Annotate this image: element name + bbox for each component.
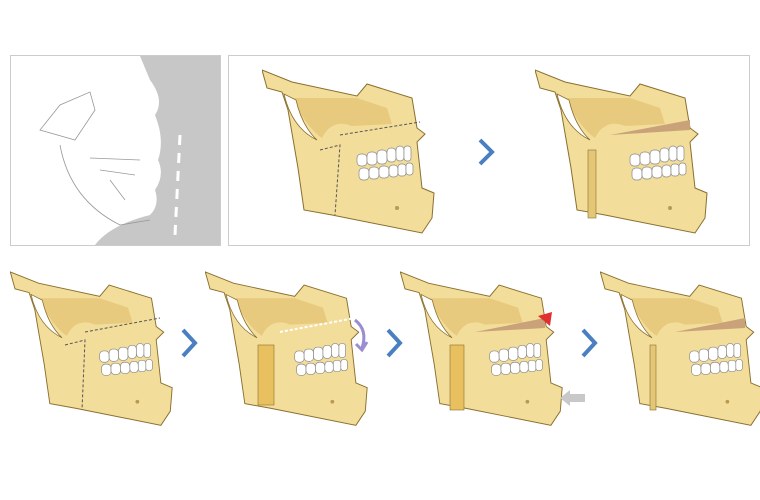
arrow-right-icon (478, 138, 495, 166)
step-2-jaw (205, 271, 368, 426)
advance-arrow-icon (538, 312, 552, 326)
setback-arrow-icon (560, 390, 585, 406)
arrow-right-icon (386, 328, 403, 358)
rotate-arrow-icon (354, 318, 369, 353)
before-after-panel (228, 55, 750, 246)
profile-sketch-panel (10, 55, 221, 246)
surgical-steps (10, 271, 760, 426)
step-3-jaw (400, 271, 563, 426)
arrow-right-icon (581, 328, 598, 358)
arrow-right-icon (181, 328, 198, 358)
step-4-jaw (600, 271, 760, 426)
maxilla-wedge (610, 120, 690, 135)
face-profile-icon (95, 56, 220, 245)
step-1-jaw (10, 271, 173, 426)
